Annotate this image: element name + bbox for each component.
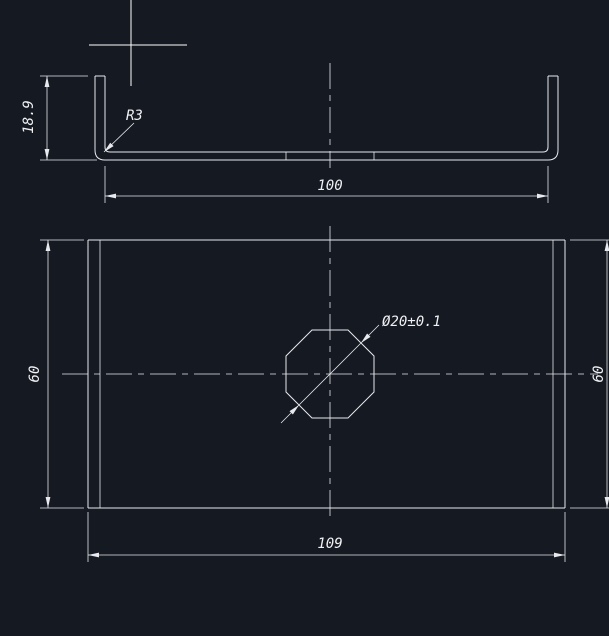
arrowhead-right bbox=[554, 552, 565, 558]
arrowhead-lower-left bbox=[289, 405, 299, 415]
leader-bend-radius[interactable]: R3 bbox=[103, 108, 143, 153]
arrowhead-down bbox=[604, 497, 609, 508]
dim-text-depth-right[interactable]: 60 bbox=[591, 366, 607, 383]
arrowhead-left bbox=[105, 193, 116, 199]
arrowhead-left bbox=[88, 552, 99, 558]
crosshair-cursor-icon bbox=[89, 0, 187, 86]
arrowhead-down bbox=[44, 149, 50, 160]
front-view-geometry[interactable] bbox=[94, 63, 559, 168]
arrowhead-up bbox=[604, 240, 609, 251]
arrowhead-up bbox=[44, 76, 50, 87]
dim-hole-diameter[interactable]: Ø20±0.1 bbox=[280, 314, 441, 424]
arrowhead-down bbox=[45, 497, 51, 508]
dim-flange-height[interactable]: 18.9 bbox=[21, 75, 97, 161]
dim-plan-depth-right[interactable]: 60 bbox=[570, 239, 609, 509]
arrowhead-right bbox=[537, 193, 548, 199]
dim-front-width[interactable]: 100 bbox=[104, 166, 549, 203]
dim-text-depth-left[interactable]: 60 bbox=[27, 366, 43, 383]
dim-plan-length[interactable]: 109 bbox=[87, 512, 566, 562]
arrowhead-upper-right bbox=[361, 333, 371, 343]
arrowhead-up bbox=[45, 240, 51, 251]
dim-text-front-width[interactable]: 100 bbox=[317, 178, 342, 194]
dim-text-bend-radius[interactable]: R3 bbox=[126, 108, 143, 124]
arrowhead bbox=[104, 142, 114, 152]
inner-profile[interactable] bbox=[104, 76, 549, 153]
dim-text-flange-height[interactable]: 18.9 bbox=[21, 100, 37, 134]
hole-circle-octagon[interactable] bbox=[285, 329, 375, 419]
dim-plan-depth-left[interactable]: 60 bbox=[27, 239, 84, 509]
dim-text-plan-length[interactable]: 109 bbox=[317, 536, 342, 552]
outer-profile[interactable] bbox=[94, 76, 559, 161]
dim-text-hole[interactable]: Ø20±0.1 bbox=[382, 314, 441, 330]
